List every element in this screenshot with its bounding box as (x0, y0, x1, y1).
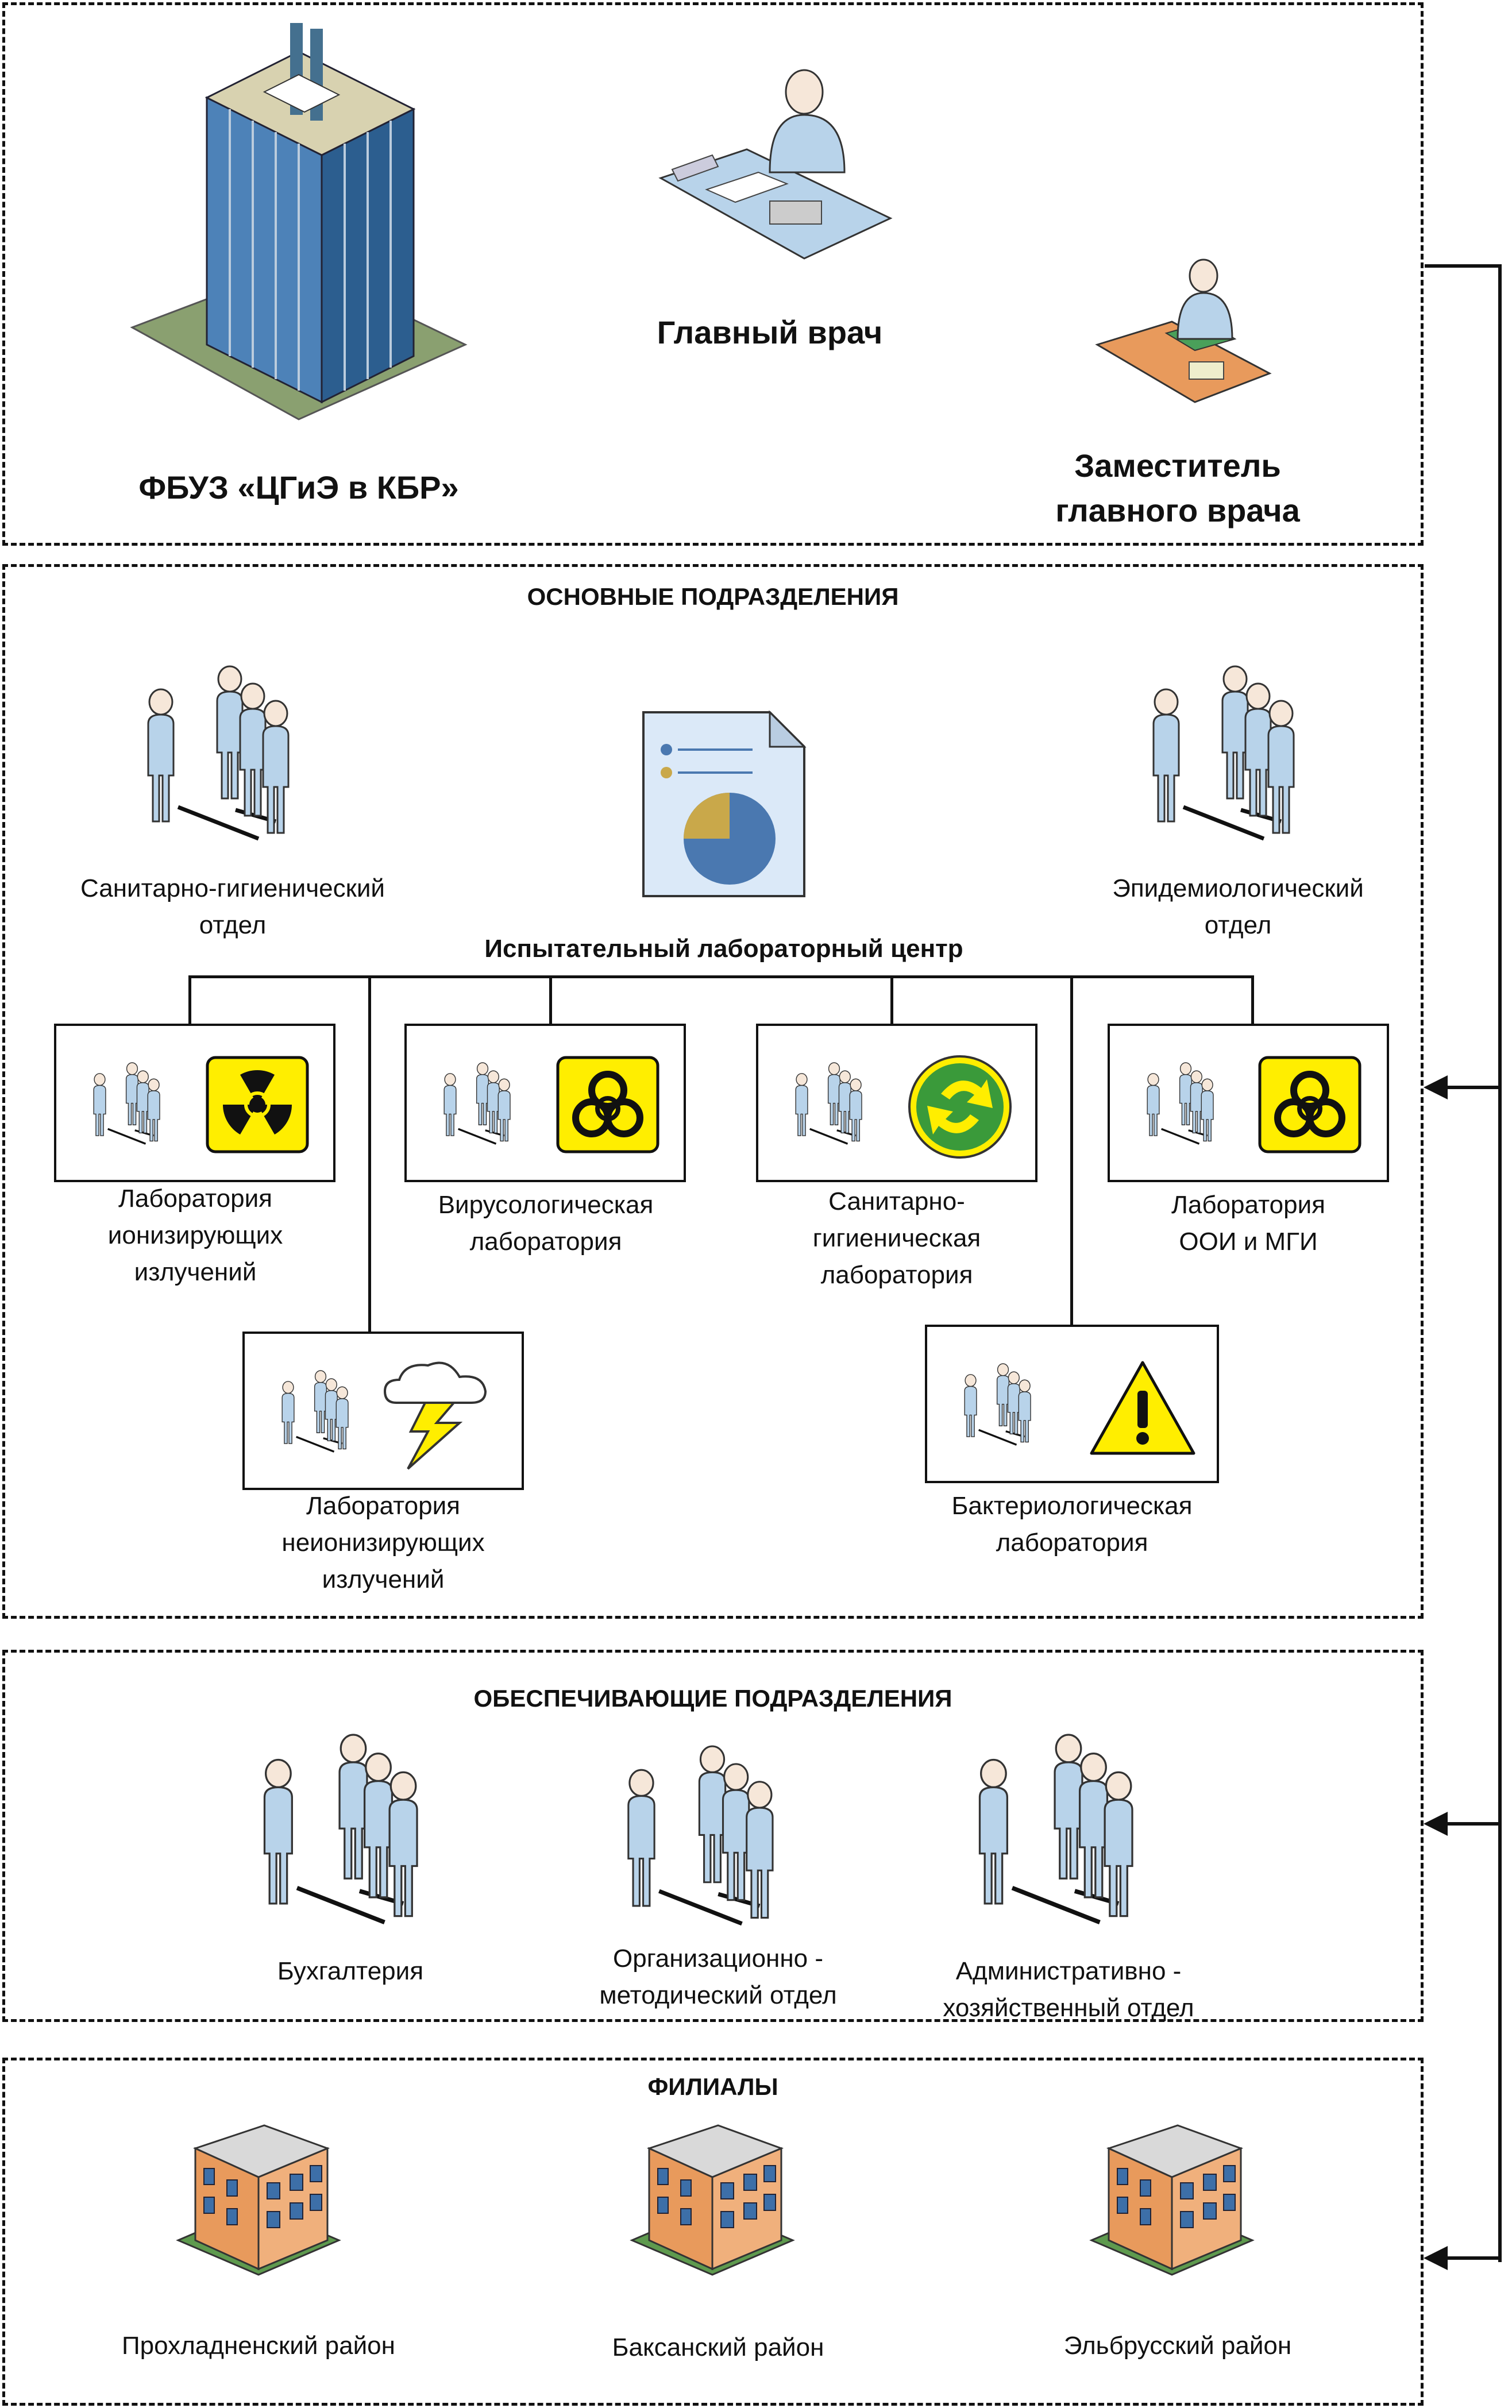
support-line1: Административно - (955, 1957, 1182, 1985)
support-label-admin: Административно - хозяйственный отдел (885, 1953, 1252, 2027)
deputy-doctor-icon (1095, 258, 1272, 403)
lab-people-icon (788, 1063, 880, 1155)
epidem-dept-line1: Эпидемиологический (1112, 874, 1364, 902)
chief-doctor-icon (658, 69, 893, 260)
warning-icon (1090, 1361, 1195, 1455)
biohazard-icon (1258, 1056, 1361, 1153)
chief-doctor-label: Главный врач (657, 314, 883, 350)
org-name: ФБУЗ «ЦГиЭ в КБР» (138, 469, 459, 505)
branch-building-icon (177, 2124, 340, 2276)
sanitary-dept-label: Санитарно-гигиенический отдел (34, 870, 431, 944)
lab-label-bacteriology: Бактериологическая лаборатория (900, 1488, 1244, 1561)
support-section: ОБЕСПЕЧИВАЮЩИЕ ПОДРАЗДЕЛЕНИЯ (2, 1650, 1424, 2022)
lab-center-label: Испытательный лабораторный центр (484, 935, 963, 963)
lab-label-line2: ООИ и МГИ (1179, 1228, 1318, 1256)
tree-drop-6 (1070, 975, 1073, 1326)
support-title: ОБЕСПЕЧИВАЮЩИЕ ПОДРАЗДЕЛЕНИЯ (473, 1685, 952, 1712)
lab-label-nonionizing: Лаборатория неионизирующих излучений (211, 1488, 556, 1598)
lab-label-line1: Вирусологическая (438, 1191, 654, 1219)
lab-people-icon (437, 1063, 529, 1155)
lab-label-line1: Лаборатория (1171, 1191, 1325, 1219)
branches-section: ФИЛИАЛЫ (2, 2058, 1424, 2406)
tree-drop-1 (188, 975, 191, 1025)
tree-horizontal (188, 975, 1253, 978)
lab-label-ionizing: Лаборатория ионизирующих излучений (23, 1180, 368, 1291)
connector-top (1425, 264, 1502, 268)
tree-drop-5 (368, 975, 371, 1332)
deputy-label: Заместитель главного врача (1000, 443, 1356, 533)
deputy-line2: главного врача (1055, 492, 1300, 528)
deputy-line1: Заместитель (1074, 447, 1281, 484)
lab-people-icon (275, 1371, 367, 1462)
branch-building-icon (631, 2124, 794, 2276)
lab-label-ooi: Лаборатория ООИ и МГИ (1076, 1187, 1421, 1260)
arrow-head-support (1424, 1812, 1448, 1836)
support-line2: методический отдел (599, 1981, 837, 2009)
lab-people-icon (1140, 1063, 1232, 1155)
connector-arrow-support (1442, 1822, 1502, 1826)
radiation-icon (206, 1056, 309, 1153)
lab-label-line1: Санитарно- (828, 1187, 965, 1215)
branch-label-prokhladny: Прохладненский район (122, 2332, 395, 2360)
lab-people-icon (957, 1364, 1049, 1456)
support-label-methodical: Организационно - методический отдел (534, 1940, 902, 2014)
lab-label-line3: излучений (322, 1565, 445, 1593)
support-line2: хозяйственный отдел (943, 1994, 1194, 2022)
admin-people-icon (974, 1735, 1163, 1947)
arrow-head-branches (1424, 2246, 1448, 2270)
lab-label-line1: Лаборатория (306, 1492, 460, 1520)
main-title: ОСНОВНЫЕ ПОДРАЗДЕЛЕНИЯ (527, 583, 899, 610)
sanitary-dept-people-icon (144, 666, 316, 862)
main-section: ОСНОВНЫЕ ПОДРАЗДЕЛЕНИЯ (2, 564, 1424, 1619)
epidem-dept-people-icon (1149, 666, 1321, 862)
support-line1: Организационно - (613, 1944, 823, 1973)
arrow-head-main (1424, 1075, 1448, 1099)
tree-drop-4 (1251, 975, 1254, 1025)
methodical-people-icon (623, 1746, 801, 1947)
lab-label-line1: Лаборатория (118, 1184, 272, 1213)
lab-people-icon (86, 1063, 178, 1155)
lab-label-virology: Вирусологическая лаборатория (373, 1187, 718, 1260)
lab-label-line1: Бактериологическая (951, 1492, 1193, 1520)
support-label-accounting: Бухгалтерия (167, 1953, 534, 1990)
support-line1: Бухгалтерия (277, 1957, 424, 1985)
recycle-icon (908, 1055, 1012, 1159)
epidem-dept-line2: отдел (1204, 911, 1272, 939)
header-section (2, 2, 1424, 546)
branch-label-elbrus: Эльбрусский район (1063, 2332, 1292, 2360)
branches-title: ФИЛИАЛЫ (647, 2073, 778, 2100)
branch-label-baksan: Баксанский район (612, 2333, 824, 2361)
lab-label-line2: лаборатория (996, 1529, 1148, 1557)
biohazard-icon (556, 1056, 659, 1153)
lab-label-sanitary: Санитарно- гигиеническая лаборатория (724, 1183, 1069, 1294)
connector-arrow-main (1442, 1086, 1502, 1089)
sanitary-dept-line2: отдел (199, 911, 267, 939)
report-document-icon (642, 710, 807, 897)
connector-arrow-branches (1442, 2256, 1502, 2260)
lab-label-line2: ионизирующих (107, 1221, 283, 1249)
tree-drop-2 (549, 975, 552, 1025)
office-building-icon (130, 23, 468, 420)
epidem-dept-label: Эпидемиологический отдел (1040, 870, 1436, 944)
branch-building-icon (1090, 2124, 1253, 2276)
connector-vertical (1498, 264, 1502, 2262)
storm-icon (383, 1361, 487, 1470)
lab-label-line2: лаборатория (469, 1228, 622, 1256)
lab-label-line2: гигиеническая (812, 1224, 981, 1252)
sanitary-dept-line1: Санитарно-гигиенический (80, 874, 385, 902)
accounting-people-icon (259, 1735, 448, 1947)
lab-label-line3: лаборатория (820, 1261, 973, 1289)
lab-label-line2: неионизирующих (281, 1529, 485, 1557)
tree-drop-3 (890, 975, 893, 1025)
lab-label-line3: излучений (134, 1258, 257, 1286)
